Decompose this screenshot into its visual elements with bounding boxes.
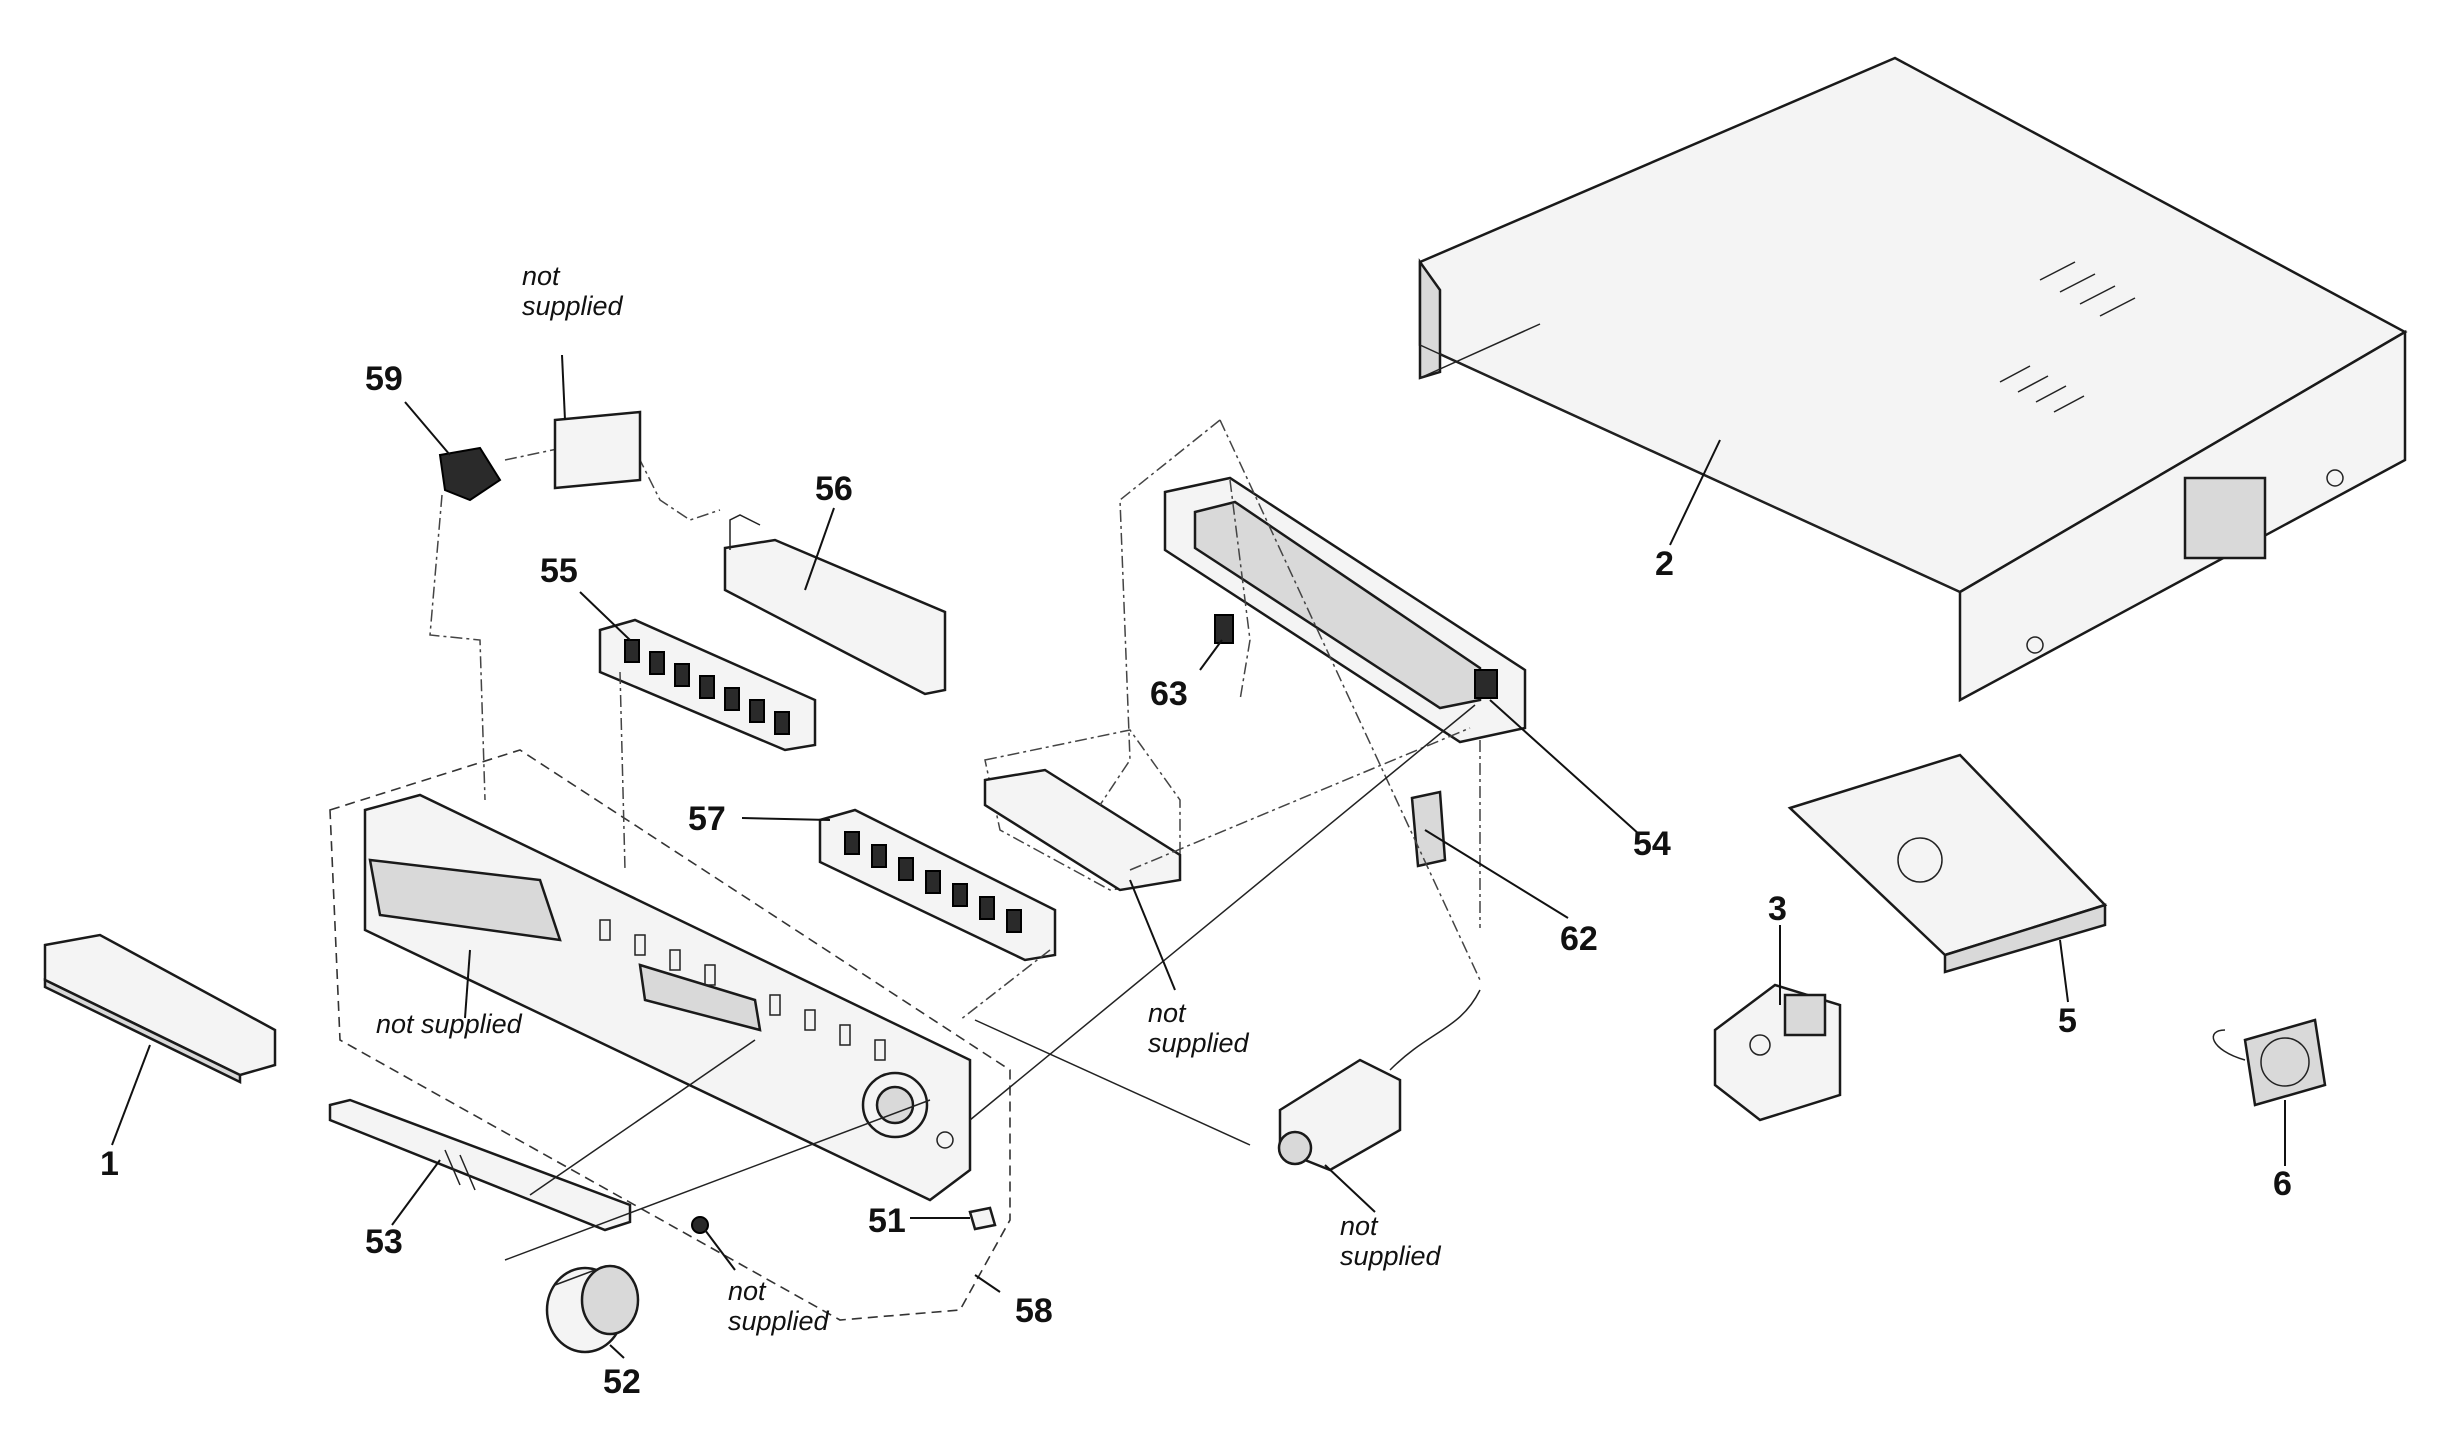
part-6-fan [2212,1018,2327,1107]
label-part-53: 53 [365,1223,403,1261]
leader-lines [111,354,2286,1359]
part-57-button-strip [818,808,1057,962]
note-not-supplied-jack-a: not [1340,1211,1379,1241]
part-59-switch [438,446,502,502]
note-not-supplied-panel: not supplied [376,1009,523,1039]
part-58-front-panel [329,749,1011,1321]
label-part-58: 58 [1015,1292,1053,1330]
label-part-52: 52 [603,1363,641,1401]
label-part-3: 3 [1768,890,1787,928]
part-56-board [723,514,947,696]
label-part-1: 1 [100,1145,119,1183]
label-part-54: 54 [1633,825,1671,863]
label-part-59: 59 [365,360,403,398]
part-63-clip [1214,614,1234,644]
note-not-supplied-nut-a: not [728,1276,767,1306]
part-55-button-strip [598,618,817,752]
label-part-2: 2 [1655,545,1674,583]
label-part-5: 5 [2058,1002,2077,1040]
part-3-bracket [1713,983,1842,1122]
note-not-supplied-pcb-a: not [1148,998,1187,1028]
part-5-board [1787,753,2108,974]
label-part-51: 51 [868,1202,906,1240]
note-not-supplied-jack-b: supplied [1340,1241,1442,1271]
part-1-cover-strip [43,933,277,1084]
note-not-supplied-pcb-b: supplied [1148,1028,1250,1058]
part-53-cover [328,1098,632,1232]
note-not-supplied-top-b: supplied [522,291,624,321]
label-part-63: 63 [1150,675,1188,713]
part-54-display-board [1163,476,1527,744]
part-62-cushion [1410,790,1447,868]
note-not-supplied-nut-b: supplied [728,1306,830,1336]
label-part-55: 55 [540,552,578,590]
part-51-small-part [968,1206,997,1231]
label-part-6: 6 [2273,1165,2292,1203]
jack-assembly [1277,989,1481,1172]
label-part-56: 56 [815,470,853,508]
label-part-62: 62 [1560,920,1598,958]
part-2-top-cover [1418,56,2408,703]
part-52-knob [545,1264,640,1354]
label-part-57: 57 [688,800,726,838]
guide-lines [429,419,1481,1261]
note-not-supplied-top-a: not [522,261,561,291]
